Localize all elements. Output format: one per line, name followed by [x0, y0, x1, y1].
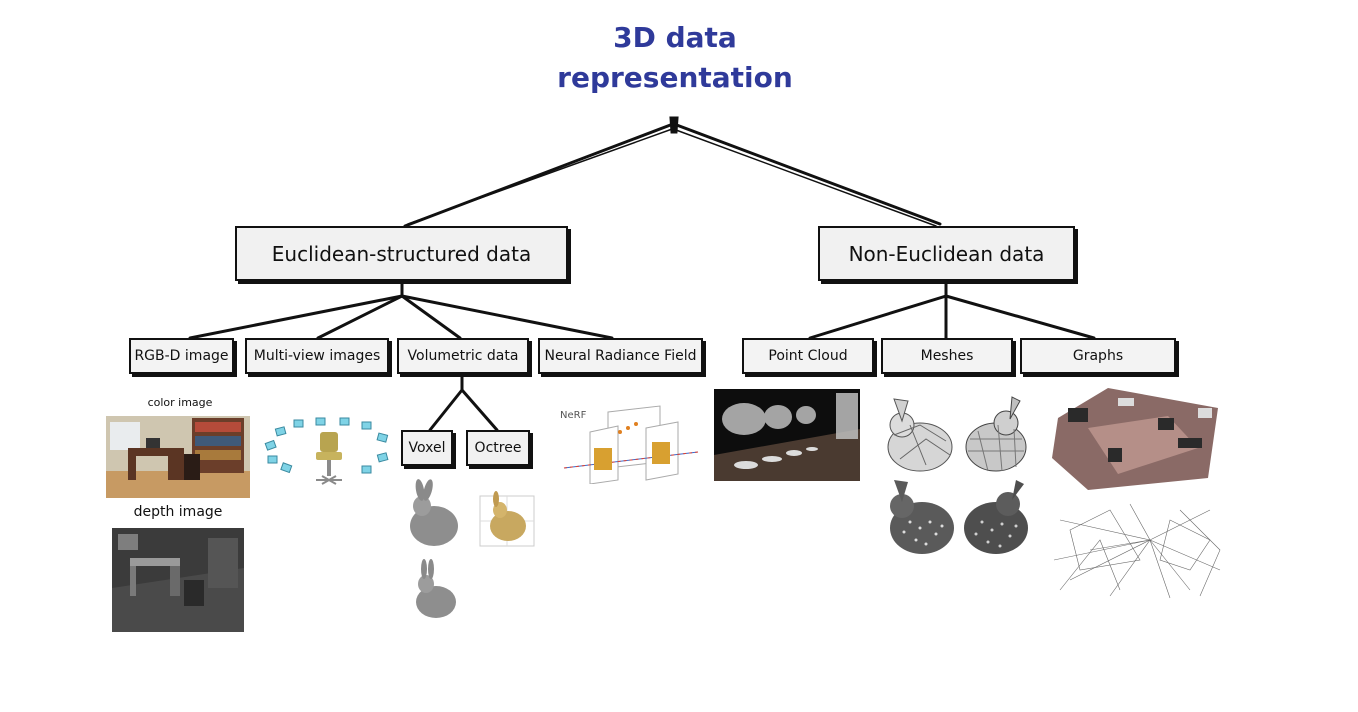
node-multiview-label: Multi-view images — [253, 348, 381, 364]
node-graphs: Graphs — [1020, 338, 1176, 374]
node-rgbd-label: RGB-D image — [134, 348, 229, 364]
connector-noneuclid-graphs — [944, 294, 1096, 340]
graph-edges-image — [1050, 500, 1224, 600]
node-meshes: Meshes — [881, 338, 1013, 374]
color-image-photo — [106, 416, 250, 498]
node-voxel: Voxel — [401, 430, 453, 466]
mesh-bunny-fine — [958, 395, 1034, 475]
title-line-1: 3D data — [613, 21, 737, 54]
node-meshes-label: Meshes — [920, 348, 974, 364]
connector-noneuclid-pc — [808, 280, 948, 340]
node-voxel-label: Voxel — [408, 440, 446, 456]
connector-root-euclidean-2 — [407, 127, 676, 225]
graph-scene-image — [1048, 378, 1226, 494]
connector-euclid-nerf — [400, 294, 614, 340]
node-euclidean: Euclidean-structured data — [235, 226, 568, 281]
voxel-bunny-original — [404, 478, 464, 556]
node-non-euclidean-label: Non-Euclidean data — [848, 241, 1045, 266]
node-pointcloud-label: Point Cloud — [768, 348, 848, 364]
nerf-illustration — [560, 402, 700, 484]
node-multiview: Multi-view images — [245, 338, 389, 374]
connector-euclid-volumetric — [400, 294, 462, 340]
root-knot — [669, 116, 679, 134]
diagram-title: 3D data representation — [540, 18, 810, 98]
mesh-bunny-dense-2 — [958, 478, 1038, 558]
connector-root-noneuclid-2 — [675, 129, 937, 227]
point-cloud-image — [714, 389, 860, 481]
node-pointcloud: Point Cloud — [742, 338, 874, 374]
caption-color-image: color image — [147, 396, 213, 409]
node-volumetric: Volumetric data — [397, 338, 529, 374]
node-octree-label: Octree — [474, 440, 522, 456]
depth-image-photo — [112, 528, 244, 632]
node-rgbd: RGB-D image — [129, 338, 234, 374]
octree-bunny — [476, 490, 538, 550]
node-volumetric-label: Volumetric data — [407, 348, 519, 364]
connector-euclid-rgbd — [188, 280, 404, 340]
connector-root-noneuclid — [672, 122, 942, 226]
title-line-2: representation — [557, 61, 793, 94]
node-non-euclidean: Non-Euclidean data — [818, 226, 1075, 281]
caption-depth-image: depth image — [133, 504, 223, 520]
multiview-illustration — [262, 414, 394, 490]
connector-vol-octree — [460, 388, 499, 432]
connector-vol-voxel — [428, 388, 464, 432]
voxel-bunny-coarse — [410, 558, 462, 628]
mesh-bunny-coarse — [880, 395, 956, 475]
node-octree: Octree — [466, 430, 530, 466]
mesh-bunny-dense-1 — [880, 478, 960, 558]
nerf-tag: NeRF — [560, 410, 587, 421]
node-graphs-label: Graphs — [1072, 348, 1124, 364]
connector-euclid-multiview — [316, 294, 404, 340]
node-nerf: Neural Radiance Field — [538, 338, 703, 374]
node-euclidean-label: Euclidean-structured data — [271, 241, 532, 266]
node-nerf-label: Neural Radiance Field — [544, 348, 697, 364]
